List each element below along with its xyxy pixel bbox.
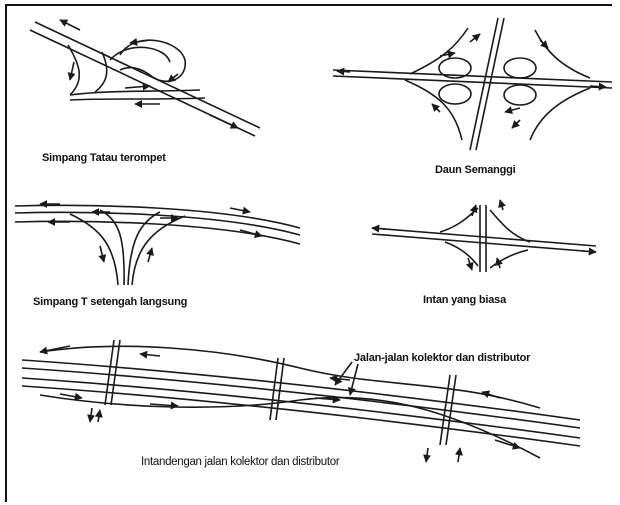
label-half-directional-t: Simpang T setengah langsung xyxy=(33,296,187,308)
label-diamond-with-cd: Intandengan jalan kolektor dan distribut… xyxy=(141,456,339,468)
label-collector-distributor: Jalan-jalan kolektor dan distributor xyxy=(354,352,530,364)
label-ordinary-diamond: Intan yang biasa xyxy=(423,294,506,306)
ordinary-diamond-drawing xyxy=(372,200,596,272)
cloverleaf-interchange-drawing xyxy=(333,18,612,150)
label-cloverleaf: Daun Semanggi xyxy=(435,164,516,176)
label-trumpet: Simpang Tatau terompet xyxy=(42,152,166,164)
trumpet-interchange-drawing xyxy=(30,20,260,136)
half-directional-t-drawing xyxy=(15,204,300,285)
